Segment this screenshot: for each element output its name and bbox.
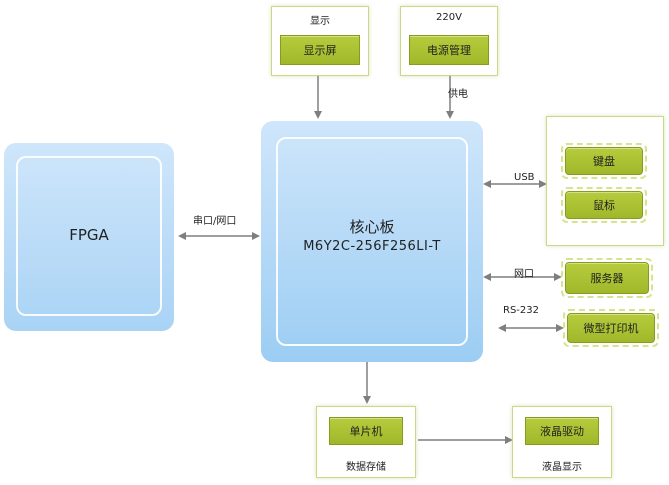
server-button: 服务器 xyxy=(565,262,649,294)
printer-block: 微型打印机 xyxy=(563,309,659,347)
lcd-block: 液晶驱动 液晶显示 xyxy=(512,406,612,478)
serial-arrow-label: RS-232 xyxy=(503,305,539,316)
core-board-title: 核心板 xyxy=(349,218,395,236)
usb-group-block: 键盘 鼠标 xyxy=(546,116,664,246)
fpga-link-label: 串口/网口 xyxy=(193,216,237,227)
server-block: 服务器 xyxy=(561,258,653,298)
printer-button: 微型打印机 xyxy=(567,313,655,343)
mcu-block: 单片机 数据存储 xyxy=(316,406,416,478)
power-block: 220V 电源管理 xyxy=(400,6,498,76)
power-arrow-label: 供电 xyxy=(448,89,468,100)
display-screen-button: 显示屏 xyxy=(280,35,360,65)
fpga-block: FPGA xyxy=(4,143,174,331)
display-caption: 显示 xyxy=(310,16,330,27)
power-caption: 220V xyxy=(436,12,462,23)
mcu-caption: 数据存储 xyxy=(346,462,386,473)
usb-arrow-label: USB xyxy=(514,172,535,183)
mouse-button: 鼠标 xyxy=(565,191,643,219)
network-arrow-label: 网口 xyxy=(514,269,534,280)
power-management-button: 电源管理 xyxy=(409,35,489,65)
keyboard-button: 键盘 xyxy=(565,147,643,175)
display-block: 显示 显示屏 xyxy=(271,6,369,76)
core-board-model: M6Y2C-256F256LI-T xyxy=(303,239,441,254)
mcu-button: 单片机 xyxy=(329,417,403,445)
lcd-caption: 液晶显示 xyxy=(542,462,582,473)
fpga-label: FPGA xyxy=(69,226,109,244)
lcd-driver-button: 液晶驱动 xyxy=(525,417,599,445)
core-board: 核心板 M6Y2C-256F256LI-T xyxy=(261,121,483,362)
